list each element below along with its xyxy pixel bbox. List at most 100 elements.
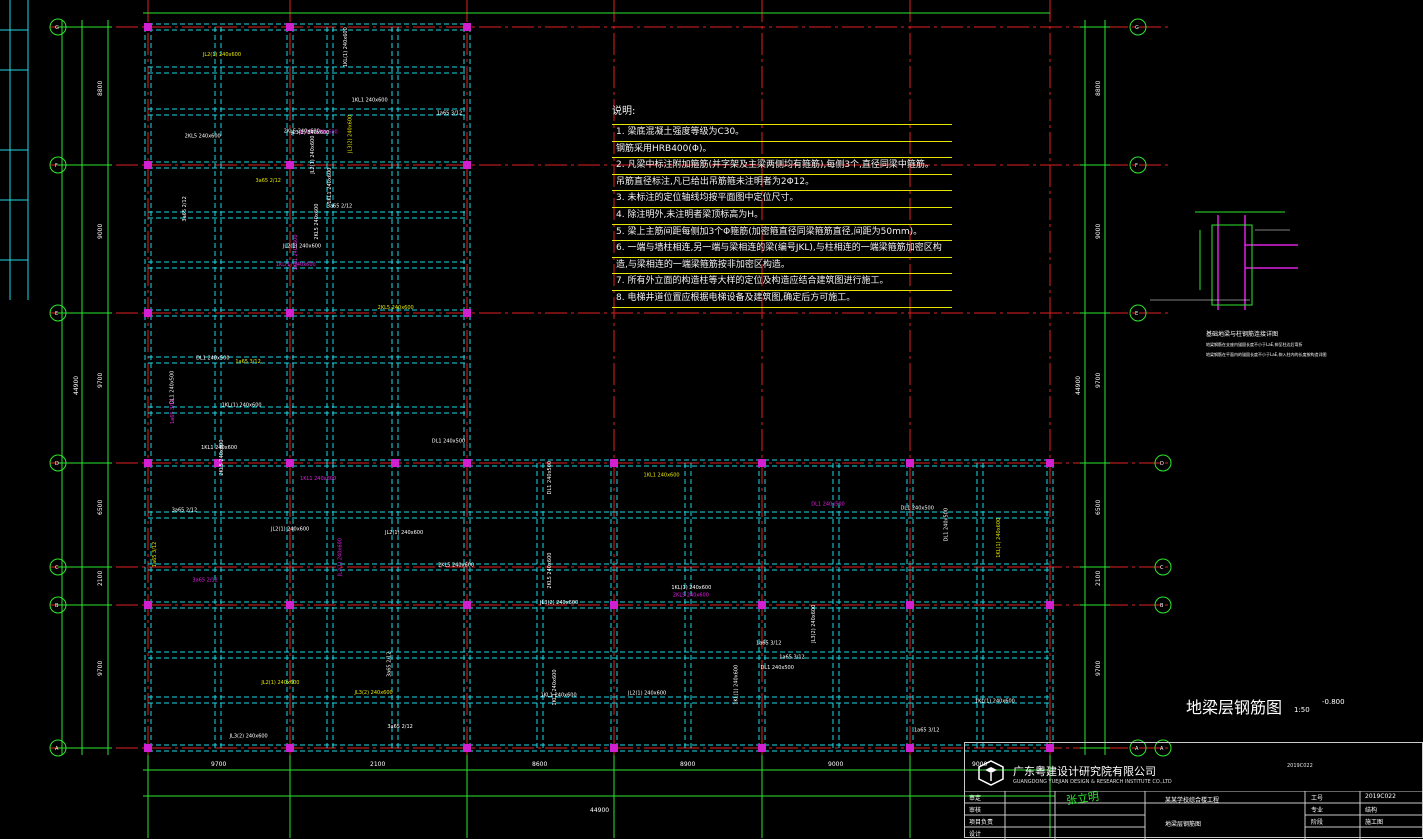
beam-label: 1KL1 240x600	[327, 168, 333, 204]
axis-bubble	[1154, 454, 1172, 472]
beam-label: 1a65 3/12	[235, 359, 260, 365]
dimension-value: 9000	[972, 761, 987, 768]
dimension-value: 9700	[211, 761, 226, 768]
connection-detail: 基础地梁与柱钢筋连接详图地梁钢筋在支座内锚固长度不小于LaE,伸至柱边后弯折地梁…	[1150, 211, 1326, 357]
dimension-value: 9700	[97, 373, 104, 388]
dimension-value: 2100	[97, 571, 104, 586]
column-marker	[286, 601, 294, 609]
axis-label: D	[1160, 461, 1164, 467]
column-markers	[144, 23, 1054, 752]
detail-note: 地梁钢筋在平面内的锚固长度不小于LaE,伸入柱内的长度按构造详图	[1206, 351, 1326, 357]
axis-label: B	[1160, 603, 1164, 609]
notes-heading: 说明:	[612, 104, 952, 125]
column-marker	[758, 744, 766, 752]
beam-label: JL2(1) 240x600	[337, 538, 343, 577]
axis-label: G	[1135, 25, 1139, 31]
column-marker	[610, 601, 618, 609]
beam-label: 2KL5 240x600	[284, 129, 320, 135]
axis-bubble	[1129, 304, 1147, 322]
axis-label: A	[1135, 746, 1139, 752]
beam-label: JL2(1) 240x600	[384, 530, 423, 536]
axis-bubble	[49, 18, 67, 36]
column-marker	[286, 459, 294, 467]
project-no: 2019C022	[1287, 763, 1313, 769]
beam-label: 1KL(1) 240x600	[343, 27, 349, 67]
column-marker	[463, 601, 471, 609]
dimension-value: 8900	[680, 761, 695, 768]
beam-label: 1KL(1) 240x600	[671, 585, 711, 591]
beam-label: 2KL5 240x600	[547, 553, 553, 589]
dimension-value: 9700	[97, 661, 104, 676]
beam-label: DL1 240x500	[811, 502, 844, 508]
column-marker	[144, 161, 152, 169]
company-name: 广东粤建设计研究院有限公司	[1013, 765, 1156, 778]
tb-label: 审定	[969, 795, 982, 802]
beam-label: 1KL(1) 240x600	[996, 518, 1002, 558]
axis-label: B	[55, 603, 59, 609]
beam-label: 1a65 3/12	[437, 110, 462, 116]
axis-bubble	[49, 454, 67, 472]
tb-right-value: 结构	[1365, 807, 1378, 814]
tb-right-label: 阶段	[1311, 819, 1324, 826]
beam-label: 3a65 2/12	[192, 577, 217, 583]
beam-label: 1KL(1) 240x600	[222, 402, 262, 408]
axis-label: A	[55, 746, 59, 752]
beam-label: 1a65 3/12	[152, 542, 158, 567]
beam-label: 1KL1 240x600	[552, 669, 558, 705]
note-line: 3. 未标注的定位轴线均按平面图中定位尺寸。	[612, 191, 952, 208]
beam-label: 1KL1 240x600	[293, 234, 299, 270]
axis-label: A	[1160, 746, 1164, 752]
detail-column	[1211, 224, 1253, 306]
dimension-total: 44900	[73, 376, 80, 395]
drawing-scale: 1:50	[1294, 706, 1310, 714]
beam-label: JL3(2) 240x600	[811, 605, 817, 644]
beam-label: 3a65 2/12	[327, 204, 352, 210]
axis-label: E	[1135, 311, 1138, 317]
left-legend-strip	[0, 0, 29, 300]
dimension-total: 44900	[1075, 376, 1082, 395]
beam-label: 2KL5 240x600	[219, 440, 225, 476]
beam-label: JL2(1) 240x600	[310, 136, 316, 175]
beam-label: DL1 240x500	[547, 461, 553, 494]
axis-label: G	[55, 25, 59, 31]
beam-label: DL1 240x500	[760, 665, 793, 671]
dimension-value: 6500	[97, 500, 104, 515]
beam-label: 1KL1 240x600	[541, 692, 577, 698]
title-block-grid	[965, 791, 1423, 839]
axis-label: C	[55, 565, 59, 571]
axis-label: F	[55, 163, 58, 169]
beam-label: 1a65 3/12	[779, 654, 804, 660]
column-marker	[463, 23, 471, 31]
beam-label: JL2(1) 240x600	[260, 680, 299, 686]
beam-label: 1a65 3/12	[756, 641, 781, 647]
column-marker	[610, 744, 618, 752]
beam-label: 1a65 3/12	[170, 399, 176, 424]
dimension-value: 6500	[1095, 500, 1102, 515]
beam-label: 3a65 2/12	[387, 724, 412, 730]
column-marker	[286, 744, 294, 752]
column-marker	[144, 23, 152, 31]
column-marker	[906, 744, 914, 752]
tb-label: 项目负责	[969, 819, 994, 826]
beam-label: 1KL1 240x600	[300, 476, 336, 482]
column-marker	[144, 744, 152, 752]
beam-label: DL1 240x500	[944, 508, 950, 541]
axis-bubble	[49, 596, 67, 614]
dimension-value: 9000	[97, 224, 104, 239]
company-logo-icon	[978, 760, 1004, 786]
column-marker	[391, 459, 399, 467]
axis-bubble	[49, 558, 67, 576]
column-marker	[144, 309, 152, 317]
title-block: 广东粤建设计研究院有限公司 GUANGDONG YUEJIAN DESIGN &…	[964, 742, 1423, 839]
axis-label: D	[55, 461, 59, 467]
tb-right-label: 专业	[1311, 807, 1324, 814]
beam-label: 3a65 2/12	[182, 196, 188, 221]
beam-label: JL3(2) 240x600	[354, 690, 393, 696]
column-marker	[1046, 744, 1054, 752]
note-line: 4. 除注明外,未注明者梁顶标高为H。	[612, 208, 952, 225]
note-line: 吊筋直径标注,凡已给出吊筋箍未注明者为2Φ12。	[612, 175, 952, 192]
beam-label: 2KL5 240x600	[185, 133, 221, 139]
beam-label: DL1 240x500	[170, 371, 176, 404]
